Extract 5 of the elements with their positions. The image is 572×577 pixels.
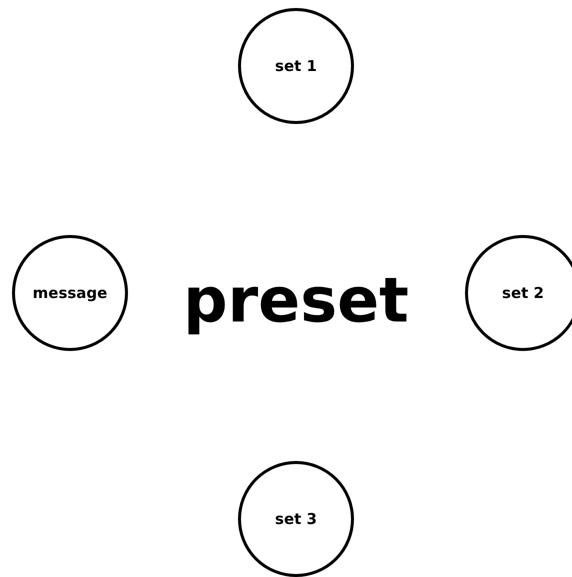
node-label: set 2 [502, 284, 544, 302]
title-text: preset [183, 264, 409, 336]
node-label: message [32, 284, 108, 302]
node-label: set 1 [275, 57, 317, 75]
node-label: set 3 [275, 510, 317, 528]
